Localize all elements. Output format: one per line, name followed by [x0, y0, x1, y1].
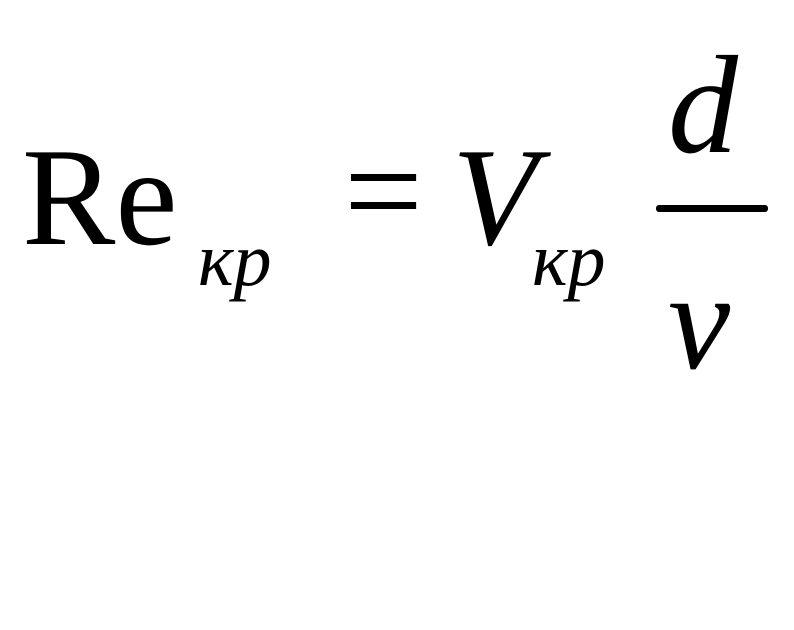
fraction-numerator: d — [668, 28, 738, 183]
fraction-bar — [656, 205, 768, 212]
reynolds-symbol: Re — [22, 120, 178, 275]
fraction-denominator: ν — [668, 244, 731, 399]
velocity-subscript: кр — [532, 218, 606, 302]
reynolds-subscript: кр — [198, 218, 272, 302]
velocity-symbol: V — [452, 120, 538, 275]
equals-sign: = — [344, 114, 423, 269]
